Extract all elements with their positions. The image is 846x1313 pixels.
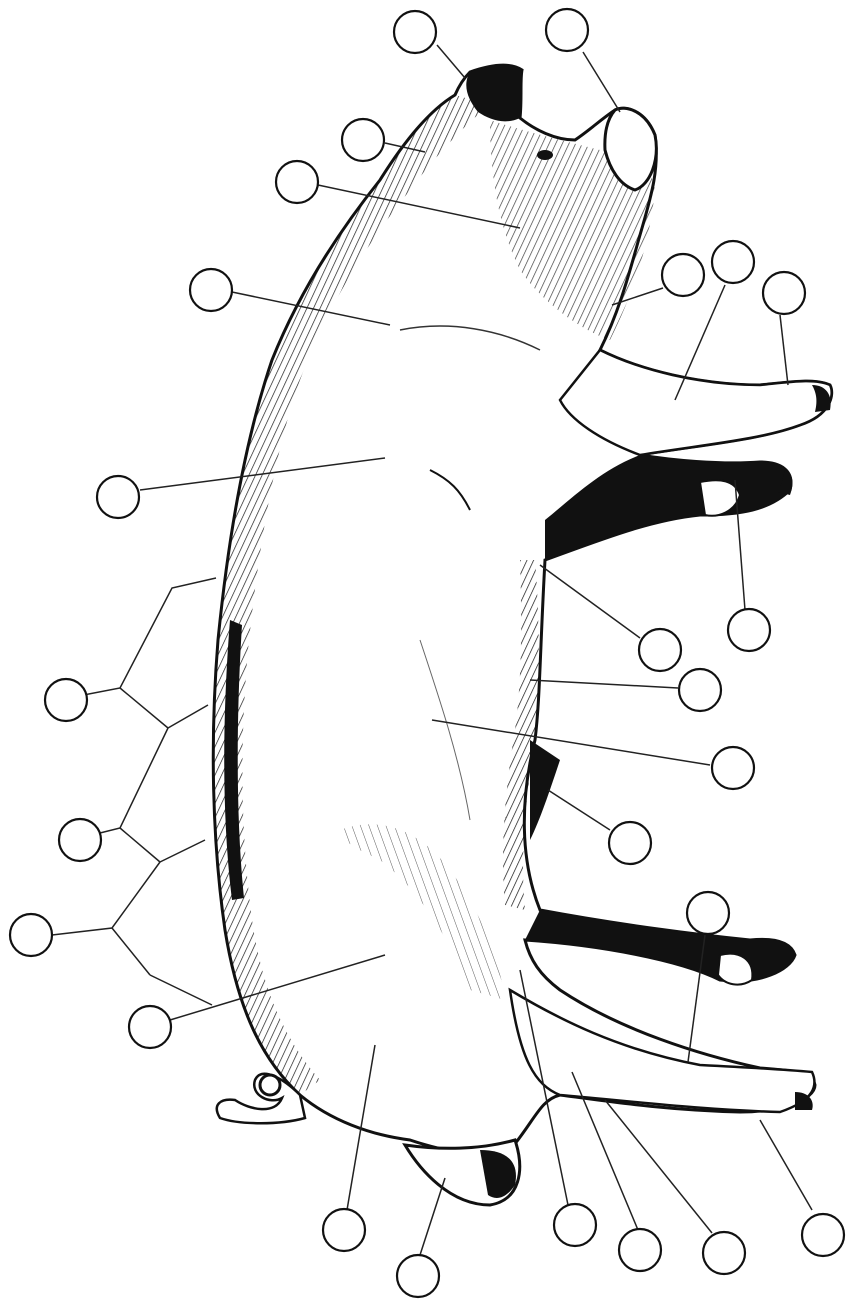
callout-2[interactable] [546,9,588,51]
callout-24[interactable] [802,1214,844,1256]
callout-18[interactable] [10,914,52,956]
callout-19[interactable] [129,1006,171,1048]
pig-rear-leg-far [525,910,795,981]
callout-9[interactable] [97,476,139,518]
callout-22[interactable] [619,1229,661,1271]
callout-12[interactable] [45,679,87,721]
callout-20[interactable] [323,1209,365,1251]
callout-13[interactable] [679,669,721,711]
callout-7[interactable] [712,241,754,283]
pig-eye [537,150,553,160]
callout-6[interactable] [662,254,704,296]
callout-17[interactable] [687,892,729,934]
callout-10[interactable] [639,629,681,671]
callout-16[interactable] [609,822,651,864]
callout-15[interactable] [59,819,101,861]
callout-1[interactable] [394,11,436,53]
callout-21[interactable] [554,1204,596,1246]
callout-5[interactable] [190,269,232,311]
callout-14[interactable] [712,747,754,789]
callout-3[interactable] [342,119,384,161]
callout-25[interactable] [397,1255,439,1297]
callout-23[interactable] [703,1232,745,1274]
callout-11[interactable] [728,609,770,651]
callout-8[interactable] [763,272,805,314]
callout-4[interactable] [276,161,318,203]
